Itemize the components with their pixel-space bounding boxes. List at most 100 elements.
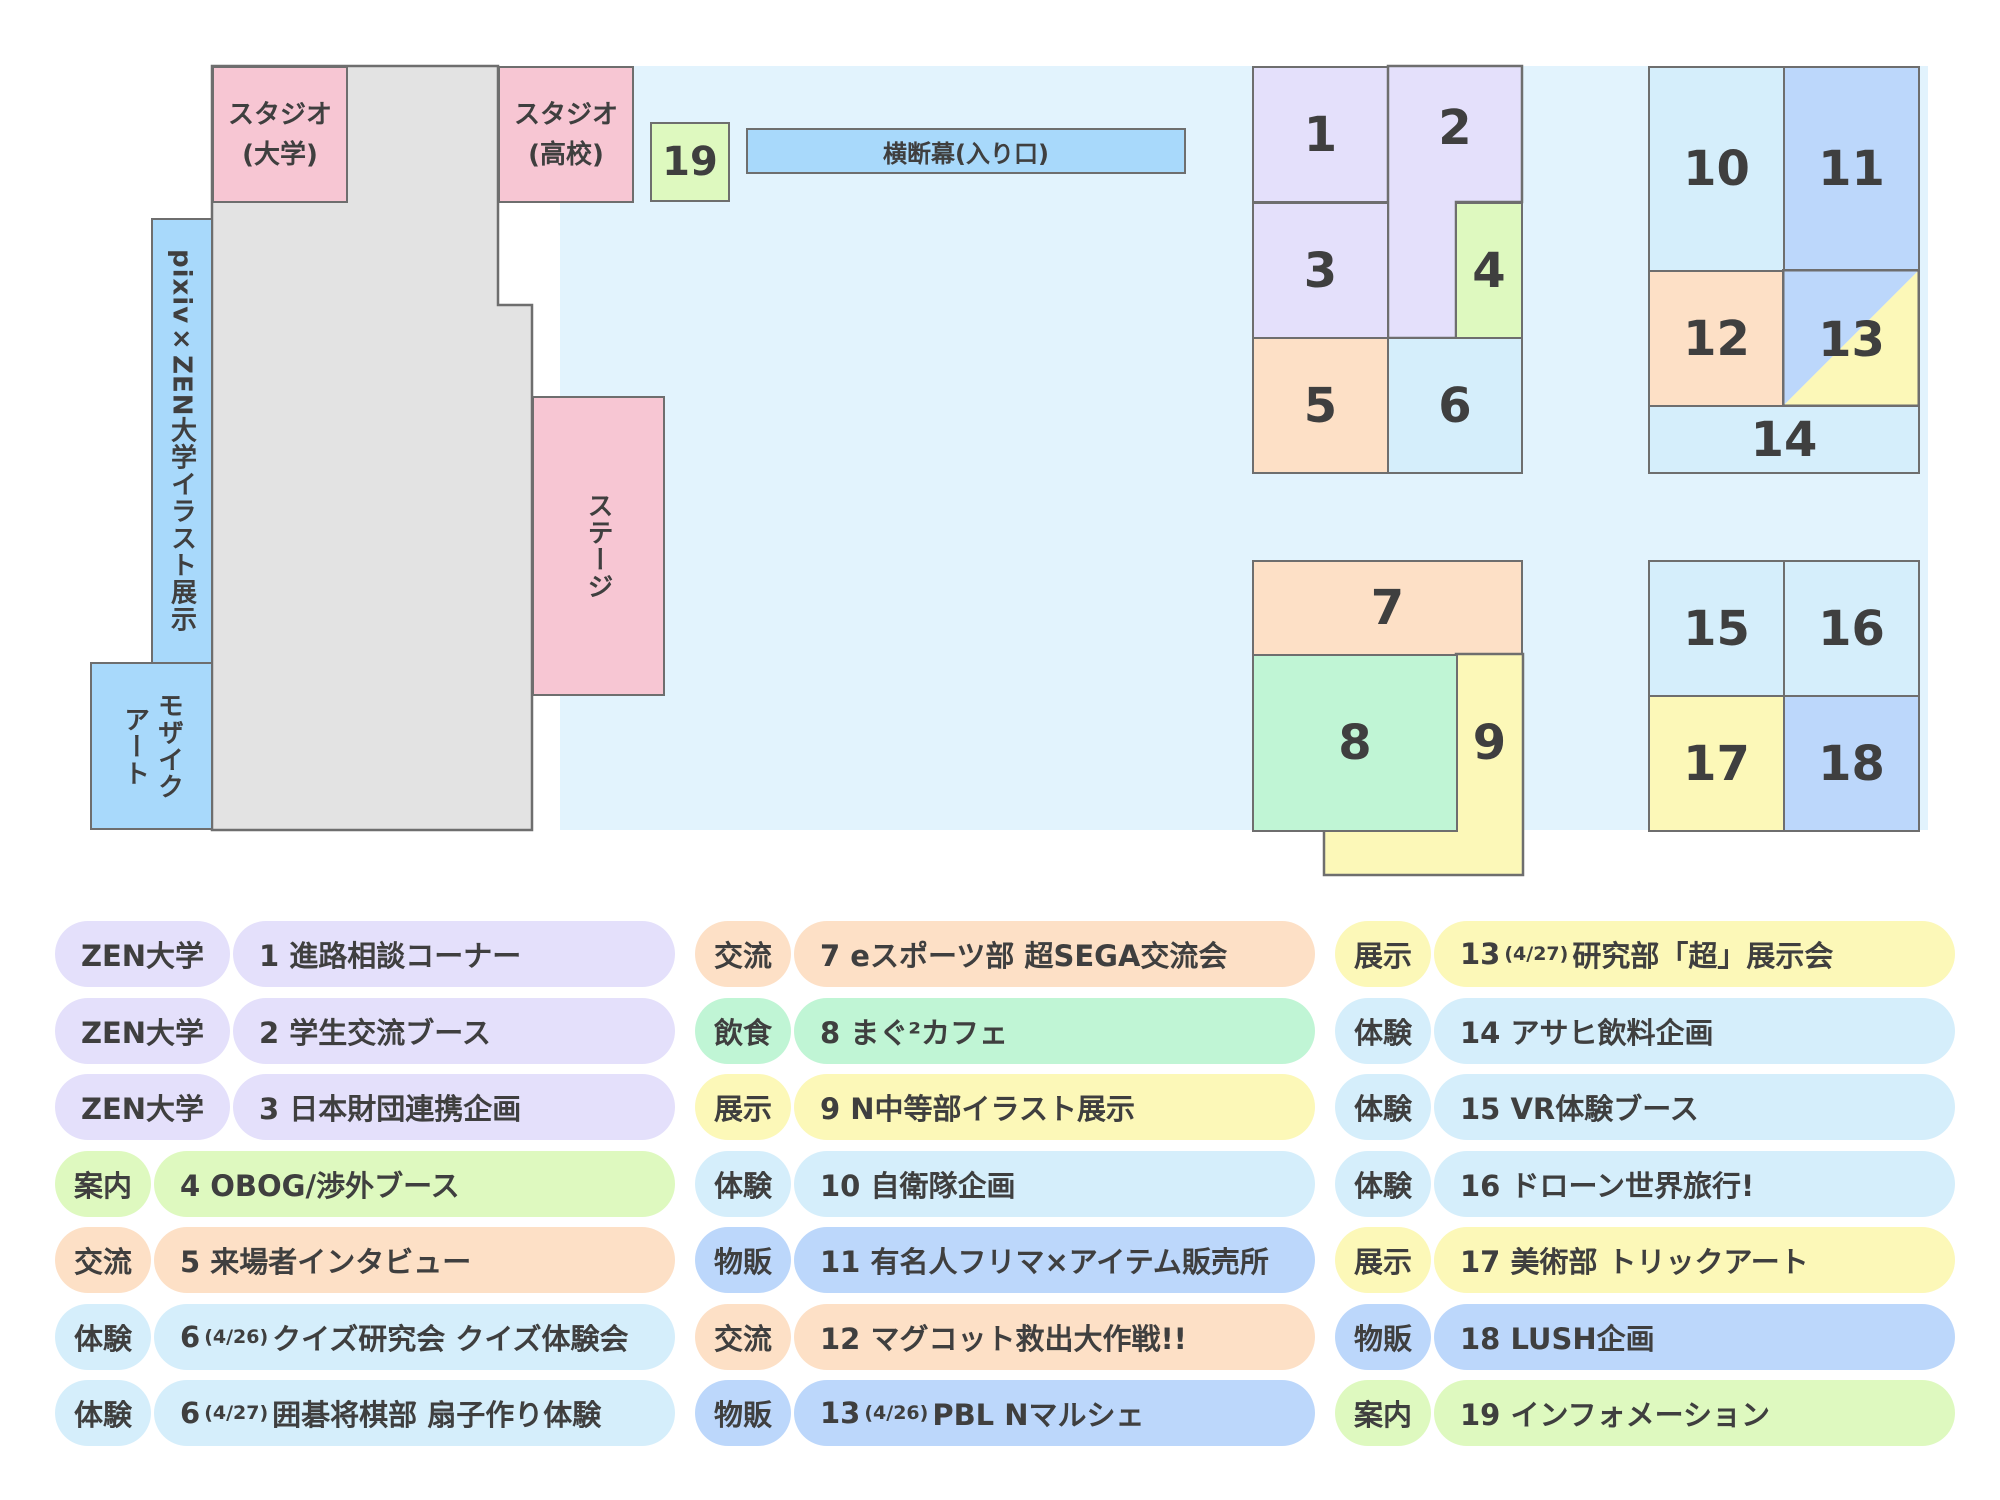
legend-category: ZEN大学 (55, 997, 230, 1064)
legend-item-rest: 囲碁将棋部 扇子作り体験 (272, 1398, 602, 1432)
booth-13[interactable] (1782, 269, 1922, 409)
legend-item[interactable]: 17 美術部 トリックアート (1434, 1227, 1955, 1293)
legend-category: 展示 (1335, 1227, 1431, 1293)
booth-5[interactable]: 5 (1252, 337, 1389, 474)
legend-category: 案内 (1335, 1380, 1431, 1446)
legend-category: 飲食 (695, 997, 791, 1064)
legend-item-label: 5 来場者インタビュー (180, 1245, 472, 1279)
booth-13-label: 13 (1818, 312, 1885, 368)
legend-item[interactable]: 4 OBOG/渉外ブース (154, 1150, 675, 1217)
pixiv-exhibit[interactable]: pixiv×ZEN大学イラスト展示 (151, 218, 213, 664)
legend-category: 展示 (695, 1074, 791, 1140)
booth-15[interactable]: 15 (1648, 560, 1785, 697)
legend-category: 物販 (695, 1227, 791, 1293)
legend-item-label: 16 ドローン世界旅行! (1460, 1168, 1755, 1203)
legend-item-label: 13 (1460, 937, 1501, 971)
legend-category: 体験 (1335, 1150, 1431, 1217)
entrance-banner: 横断幕(入り口) (746, 128, 1186, 174)
legend-category: 体験 (55, 1303, 151, 1370)
legend-item-label: 4 OBOG/渉外ブース (180, 1168, 460, 1203)
legend-item[interactable]: 16 ドローン世界旅行! (1434, 1150, 1955, 1217)
legend-category: 体験 (695, 1150, 791, 1217)
booth-10[interactable]: 10 (1648, 66, 1785, 272)
legend-item[interactable]: 6(4/26)クイズ研究会 クイズ体験会 (154, 1303, 675, 1370)
booth-7[interactable]: 7 (1252, 560, 1523, 656)
legend-item[interactable]: 7 eスポーツ部 超SEGA交流会 (794, 921, 1315, 987)
legend-category: 物販 (695, 1380, 791, 1446)
legend-item-label: 3 日本財団連携企画 (259, 1092, 522, 1126)
booth-11[interactable]: 11 (1783, 66, 1920, 272)
legend-item-label: 8 まぐ²カフェ (820, 1015, 1008, 1050)
legend-category: 体験 (1335, 997, 1431, 1064)
legend-item[interactable]: 18 LUSH企画 (1434, 1303, 1955, 1370)
legend-item-label: 12 マグコット救出大作戦!! (820, 1321, 1187, 1356)
booth-9-label: 9 (1472, 715, 1507, 771)
booth-19[interactable]: 19 (650, 122, 730, 202)
legend-item-label: 6 (180, 1396, 201, 1430)
studio-highschool[interactable]: スタジオ (高校) (498, 66, 634, 203)
booth-16[interactable]: 16 (1783, 560, 1920, 697)
legend-item[interactable]: 13(4/27)研究部「超」展示会 (1434, 921, 1955, 987)
legend-item[interactable]: 8 まぐ²カフェ (794, 997, 1315, 1064)
legend-category: 交流 (695, 921, 791, 987)
legend-item[interactable]: 5 来場者インタビュー (154, 1227, 675, 1293)
legend-item-label: 14 アサヒ飲料企画 (1460, 1015, 1714, 1050)
legend-item-label: 15 VR体験ブース (1460, 1092, 1699, 1126)
booth-18[interactable]: 18 (1783, 695, 1920, 832)
legend-category: 案内 (55, 1150, 151, 1217)
mosaic-art-label: モザイク アート (119, 692, 184, 800)
legend-item-label: 9 N中等部イラスト展示 (820, 1092, 1135, 1126)
legend-item-label: 7 eスポーツ部 超SEGA交流会 (820, 939, 1228, 973)
booth-3[interactable]: 3 (1252, 202, 1389, 339)
legend-category: 物販 (1335, 1303, 1431, 1370)
legend-category: 交流 (695, 1303, 791, 1370)
booth-12[interactable]: 12 (1648, 270, 1785, 407)
booth-14[interactable]: 14 (1648, 405, 1920, 474)
legend-item[interactable]: 11 有名人フリマ×アイテム販売所 (794, 1227, 1315, 1293)
booth-8[interactable]: 8 (1252, 654, 1458, 832)
legend-item[interactable]: 13(4/26)PBL Nマルシェ (794, 1380, 1315, 1446)
legend-item-label: 19 インフォメーション (1460, 1398, 1771, 1432)
legend-item[interactable]: 15 VR体験ブース (1434, 1074, 1955, 1140)
legend-category: 展示 (1335, 921, 1431, 987)
booth-6[interactable]: 6 (1387, 337, 1523, 474)
legend-item-rest: PBL Nマルシェ (932, 1398, 1145, 1432)
legend-item-label: 17 美術部 トリックアート (1460, 1245, 1809, 1279)
legend-item-label: 1 進路相談コーナー (259, 939, 522, 973)
legend-item[interactable]: 3 日本財団連携企画 (233, 1074, 675, 1140)
legend-item-date: (4/26) (204, 1325, 269, 1348)
legend-item[interactable]: 1 進路相談コーナー (233, 921, 675, 987)
stage-label: ステージ (583, 492, 613, 600)
legend-item-label: 6 (180, 1319, 201, 1354)
legend-item[interactable]: 6(4/27)囲碁将棋部 扇子作り体験 (154, 1380, 675, 1446)
legend-item-date: (4/27) (204, 1402, 269, 1424)
legend-item[interactable]: 12 マグコット救出大作戦!! (794, 1303, 1315, 1370)
legend-item[interactable]: 19 インフォメーション (1434, 1380, 1955, 1446)
legend-item-label: 11 有名人フリマ×アイテム販売所 (820, 1245, 1269, 1279)
legend-category: ZEN大学 (55, 921, 230, 987)
pixiv-exhibit-label: pixiv×ZEN大学イラスト展示 (166, 249, 197, 633)
stage[interactable]: ステージ (532, 396, 665, 696)
legend-category: 交流 (55, 1227, 151, 1293)
legend-category: ZEN大学 (55, 1074, 230, 1140)
legend-item-label: 18 LUSH企画 (1460, 1321, 1655, 1356)
legend-item-label: 10 自衛隊企画 (820, 1168, 1016, 1203)
booth-2-label: 2 (1438, 100, 1472, 156)
booth-1[interactable]: 1 (1252, 66, 1389, 203)
legend-item-label: 13 (820, 1396, 861, 1430)
booth-4[interactable]: 4 (1455, 202, 1523, 339)
studio-university[interactable]: スタジオ (大学) (212, 66, 348, 203)
booth-17[interactable]: 17 (1648, 695, 1785, 832)
legend-item[interactable]: 2 学生交流ブース (233, 997, 675, 1064)
legend-item[interactable]: 10 自衛隊企画 (794, 1150, 1315, 1217)
legend-item-rest: クイズ研究会 クイズ体験会 (272, 1321, 629, 1356)
legend-item-date: (4/26) (864, 1402, 929, 1424)
mosaic-art[interactable]: モザイク アート (90, 662, 213, 830)
legend-item[interactable]: 14 アサヒ飲料企画 (1434, 997, 1955, 1064)
legend-category: 体験 (1335, 1074, 1431, 1140)
legend-item-date: (4/27) (1504, 943, 1569, 965)
legend-category: 体験 (55, 1380, 151, 1446)
legend-item[interactable]: 9 N中等部イラスト展示 (794, 1074, 1315, 1140)
legend-item-label: 2 学生交流ブース (259, 1015, 491, 1050)
legend-item-rest: 研究部「超」展示会 (1572, 939, 1834, 973)
